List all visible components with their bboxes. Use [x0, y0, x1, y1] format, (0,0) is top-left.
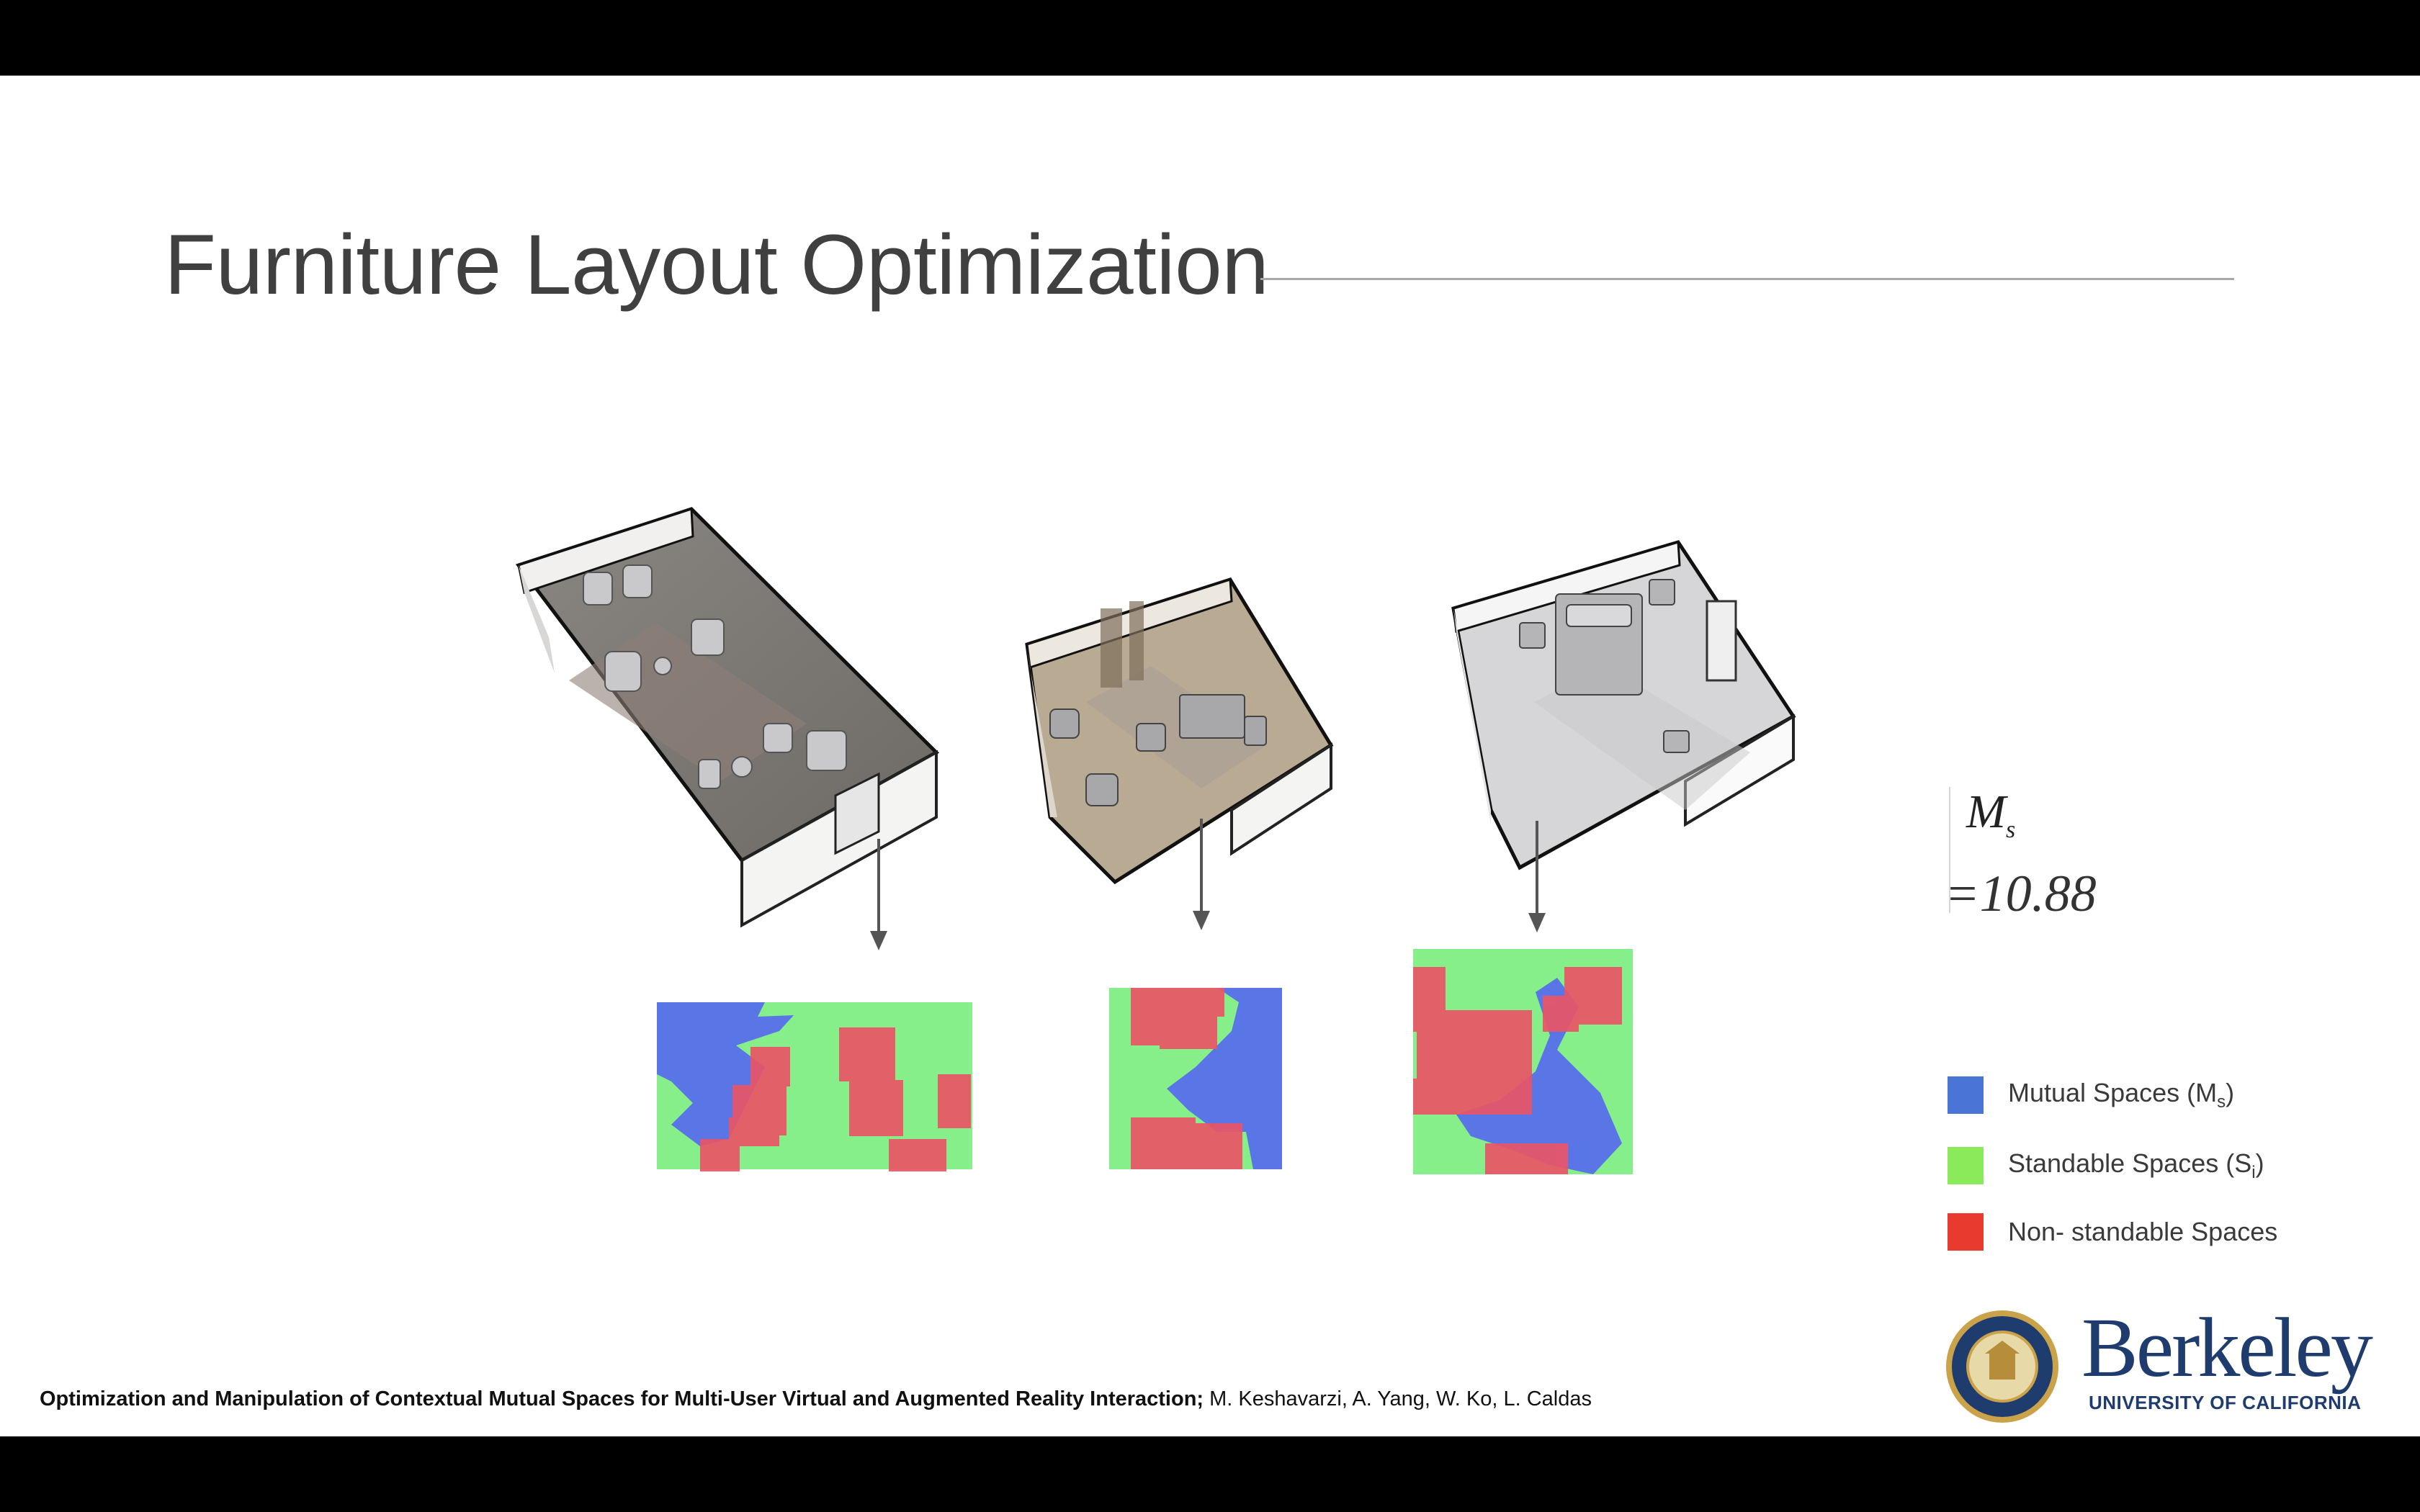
slide: Furniture Layout Optimization	[0, 76, 2420, 1436]
arrow-down-icon	[870, 839, 887, 950]
legend-item-mutual: Mutual Spaces (Ms)	[1948, 1076, 2234, 1114]
legend-swatch-standable	[1948, 1147, 1984, 1184]
metric-symbol: Ms	[1966, 786, 2016, 843]
room-render-study	[1025, 577, 1334, 885]
space-map-living	[657, 1002, 972, 1171]
room-render-bedroom	[1451, 540, 1796, 870]
legend-label: Non- standable Spaces	[2008, 1217, 2278, 1246]
legend-label: Standable Spaces (Si)	[2008, 1148, 2264, 1183]
space-map-study	[1109, 988, 1282, 1169]
metric-value: =10.88	[1945, 865, 2097, 922]
legend-label: Mutual Spaces (Ms)	[2008, 1077, 2235, 1112]
arrow-down-icon	[1193, 819, 1210, 930]
legend-swatch-nonstandable	[1948, 1213, 1984, 1251]
citation: Optimization and Manipulation of Context…	[40, 1387, 1592, 1411]
citation-title: Optimization and Manipulation of Context…	[40, 1387, 1204, 1410]
space-map-bedroom	[1413, 949, 1633, 1174]
berkeley-logo-wordmark: Berkeley	[2081, 1300, 2373, 1395]
metric-divider	[1949, 787, 1950, 913]
university-seal-icon	[1946, 1310, 2058, 1423]
berkeley-logo-subtitle: UNIVERSITY OF CALIFORNIA	[2089, 1392, 2362, 1413]
legend-swatch-mutual	[1948, 1076, 1984, 1114]
citation-authors: M. Keshavarzi, A. Yang, W. Ko, L. Caldas	[1204, 1387, 1592, 1410]
arrow-down-icon	[1528, 821, 1546, 932]
legend-item-nonstandable: Non- standable Spaces	[1948, 1213, 2277, 1251]
slide-title: Furniture Layout Optimization	[164, 217, 1269, 312]
room-render-living	[515, 507, 940, 928]
legend-item-standable: Standable Spaces (Si)	[1948, 1147, 2264, 1184]
title-divider	[1260, 278, 2234, 280]
